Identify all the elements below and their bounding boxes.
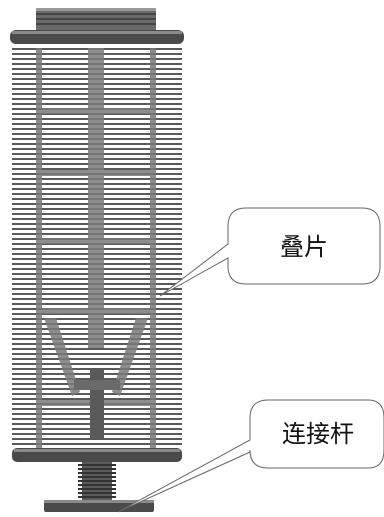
plate <box>12 348 182 350</box>
plate <box>12 353 182 355</box>
plate <box>12 438 182 440</box>
top-cap <box>10 30 184 44</box>
rod-thread <box>78 480 116 482</box>
connecting-rod <box>78 462 116 500</box>
callout-stack: 叠片 <box>159 207 381 297</box>
callout-rod: 连接杆 <box>117 399 384 513</box>
top-collar <box>36 8 156 30</box>
plate <box>12 358 182 360</box>
rod-thread <box>78 464 116 466</box>
inner-rod <box>74 368 120 438</box>
plate <box>12 443 182 445</box>
bottom-cap <box>12 448 182 462</box>
plate <box>12 363 182 365</box>
rod-thread <box>78 496 116 498</box>
rod-thread <box>78 484 116 486</box>
support-cage <box>36 48 156 448</box>
rod-thread <box>78 488 116 490</box>
callout-stack-label: 叠片 <box>280 233 328 261</box>
rod-thread <box>78 492 116 494</box>
callout-rod-bubble <box>117 399 384 513</box>
rod-thread <box>78 476 116 478</box>
callout-rod-label: 连接杆 <box>282 420 354 448</box>
rod-thread <box>78 472 116 474</box>
base-flange <box>44 500 154 512</box>
rod-thread <box>78 468 116 470</box>
callout-stack-bubble <box>159 207 381 297</box>
